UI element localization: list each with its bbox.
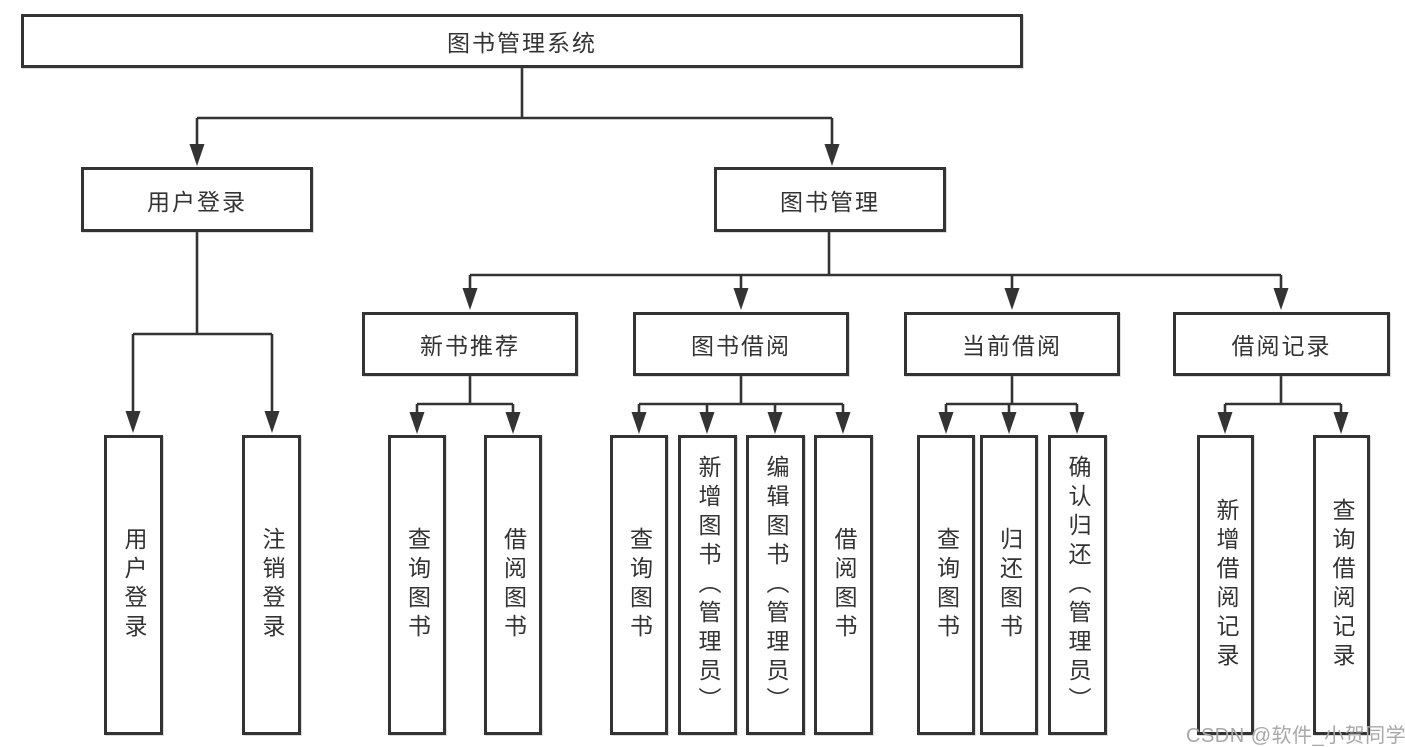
csdn-watermark: CSDN @软件_小贺同学 bbox=[1186, 725, 1405, 747]
arrow-down-icon bbox=[1004, 288, 1020, 310]
leaf-confirm-return-admin: 确认归还（管理员） bbox=[1048, 435, 1107, 735]
arrow-down-icon bbox=[1001, 412, 1017, 434]
arrow-down-icon bbox=[699, 412, 715, 434]
leaf-query-borrow-record: 查询借阅记录 bbox=[1313, 435, 1370, 735]
node-library-management-system: 图书管理系统 bbox=[21, 14, 1023, 68]
arrow-down-icon bbox=[1333, 412, 1349, 434]
node-current-borrowing: 当前借阅 bbox=[904, 312, 1120, 376]
node-borrowing-records: 借阅记录 bbox=[1173, 312, 1390, 376]
leaf-add-borrow-record: 新增借阅记录 bbox=[1197, 435, 1254, 735]
leaf-query-books-borrow: 查询图书 bbox=[610, 435, 668, 735]
arrow-down-icon bbox=[1217, 412, 1233, 434]
arrow-down-icon bbox=[409, 412, 425, 434]
node-book-management: 图书管理 bbox=[714, 167, 946, 232]
arrow-down-icon bbox=[462, 288, 478, 310]
arrow-down-icon bbox=[733, 288, 749, 310]
arrow-down-icon bbox=[767, 412, 783, 434]
leaf-borrow-books-recommend: 借阅图书 bbox=[484, 435, 542, 735]
leaf-logout: 注销登录 bbox=[242, 435, 301, 735]
leaf-query-books-recommend: 查询图书 bbox=[388, 435, 446, 735]
leaf-user-login: 用户登录 bbox=[104, 435, 163, 735]
arrow-down-icon bbox=[631, 412, 647, 434]
leaf-edit-book-admin: 编辑图书（管理员） bbox=[746, 435, 805, 735]
leaf-borrow-books-borrow: 借阅图书 bbox=[814, 435, 873, 735]
node-user-login: 用户登录 bbox=[81, 167, 313, 232]
arrow-down-icon bbox=[505, 412, 521, 434]
arrow-down-icon bbox=[264, 411, 280, 433]
arrow-down-icon bbox=[938, 412, 954, 434]
arrow-down-icon bbox=[125, 411, 141, 433]
arrow-down-icon bbox=[189, 144, 205, 166]
arrow-down-icon bbox=[835, 412, 851, 434]
arrow-down-icon bbox=[1273, 288, 1289, 310]
leaf-query-books-current: 查询图书 bbox=[917, 435, 975, 735]
leaf-return-book: 归还图书 bbox=[980, 435, 1038, 735]
leaf-add-book-admin: 新增图书（管理员） bbox=[678, 435, 737, 735]
arrow-down-icon bbox=[1069, 412, 1085, 434]
arrow-down-icon bbox=[824, 144, 840, 166]
node-book-borrowing: 图书借阅 bbox=[633, 312, 849, 376]
node-new-book-recommend: 新书推荐 bbox=[362, 312, 578, 376]
